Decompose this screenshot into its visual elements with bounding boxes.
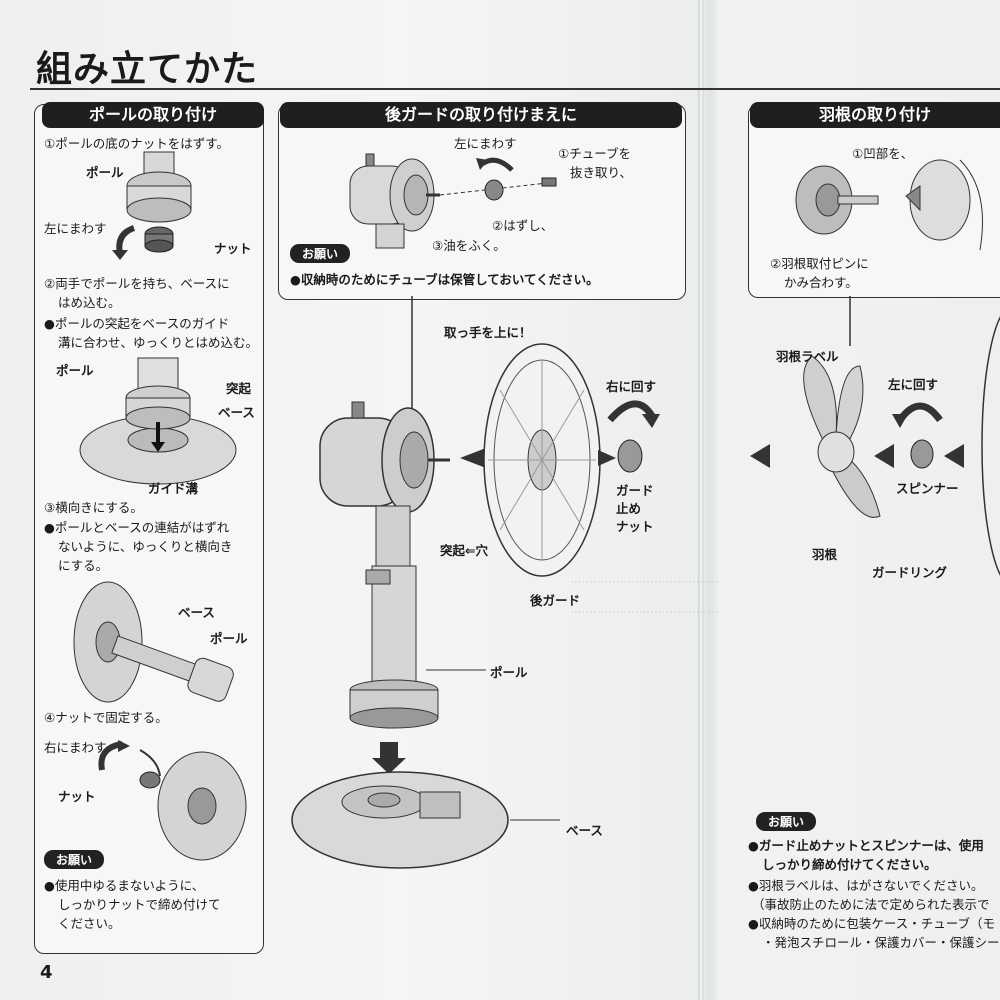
rotate-left-arrow-icon xyxy=(476,157,514,172)
label-turn-left: 左にまわす xyxy=(44,221,107,236)
pole-step4: ④ナットで固定する。 xyxy=(44,710,168,725)
nut-fixing-figure xyxy=(139,749,247,861)
label-pole: ポール xyxy=(210,631,248,646)
blade-bullet-line1: ●羽根ラベルは、はがさないでください。 xyxy=(748,878,984,893)
blade-request-line2: しっかり締め付けてください。 xyxy=(762,857,937,872)
page-spine xyxy=(698,0,704,1000)
request-badge: お願い xyxy=(756,812,817,831)
label-pole: ポール xyxy=(86,165,124,180)
label-blade-label: 羽根ラベル xyxy=(776,349,839,364)
pole-request-line3: ください。 xyxy=(58,916,121,931)
label-guard-nut-1: ガード xyxy=(616,483,654,498)
label-pole: ポール xyxy=(490,665,528,680)
label-nut: ナット xyxy=(214,241,252,256)
label-turn-left: 左に回す xyxy=(888,377,939,392)
rg-step1-line2: 抜き取り、 xyxy=(570,165,633,180)
label-turn-right: 右にまわす xyxy=(44,740,107,755)
blade-pin-figure xyxy=(795,159,983,251)
label-base: ベース xyxy=(218,405,255,420)
pole-bullet3-line1: ●ポールとベースの連結がはずれ xyxy=(44,520,230,535)
blade-bullet-line2: （事故防止のために法で定められた表示で xyxy=(752,897,990,912)
bleed-through-text: ······································· xyxy=(570,575,719,589)
label-base: ベース xyxy=(178,605,215,620)
connector-line xyxy=(411,296,413,416)
request-badge: お願い xyxy=(290,244,351,263)
page-number: 4 xyxy=(40,962,53,983)
title-rule xyxy=(30,88,1000,90)
pole-into-base-figure xyxy=(79,357,237,485)
label-handle-up: 取っ手を上に！ xyxy=(444,325,532,340)
blade-request-line1: ●ガード止めナットとスピンナーは、使用 xyxy=(748,838,984,853)
label-guide-groove: ガイド溝 xyxy=(148,481,199,496)
pole-section-header: ポールの取り付け xyxy=(42,102,264,128)
blade-section-header: 羽根の取り付け xyxy=(750,102,1000,128)
rotate-left-arrow-icon xyxy=(112,225,136,260)
label-protrusion: 突起 xyxy=(226,381,252,396)
motor-unit-figure xyxy=(349,153,557,249)
label-rear-guard: 後ガード xyxy=(530,593,581,608)
blade-bullet-line4: ・発泡スチロール・保護カバー・保護シート xyxy=(762,935,1000,950)
pole-step1: ①ポールの底のナットをはずす。 xyxy=(44,136,229,151)
label-base: ベース xyxy=(566,823,603,838)
pole-bullet3-line3: にする。 xyxy=(58,558,109,573)
blade-step2-line1: ②羽根取付ピンに xyxy=(770,256,869,271)
label-spinner: スピンナー xyxy=(896,481,959,496)
label-protrusion-hole: 突起⇐穴 xyxy=(440,543,488,558)
rg-step1-line1: ①チューブを xyxy=(558,146,631,161)
label-guard-nut-3: ナット xyxy=(616,519,654,534)
blade-step2-line2: かみ合わす。 xyxy=(784,275,858,290)
label-turn-right: 右に回す xyxy=(606,379,657,394)
fan-assembly-figure xyxy=(291,343,660,869)
sideways-base-figure xyxy=(73,581,234,703)
blade-step1: ①凹部を、 xyxy=(852,146,914,161)
pole-step2-line1: ②両手でポールを持ち、ベースに xyxy=(44,276,230,291)
pole-step3: ③横向きにする。 xyxy=(44,500,143,515)
pole-bullet2-line2: 溝に合わせ、ゆっくりとはめ込む。 xyxy=(58,335,259,350)
pole-bullet3-line2: ないように、ゆっくりと横向き xyxy=(58,539,233,554)
label-nut: ナット xyxy=(58,789,96,804)
rg-request-text: ●収納時のためにチューブは保管しておいてください。 xyxy=(290,272,599,287)
page-title: 組み立てかた xyxy=(36,49,259,90)
rg-step2: ②はずし、 xyxy=(492,218,554,233)
rear-guard-section-header: 後ガードの取り付けまえに xyxy=(280,102,682,128)
label-turn-left: 左にまわす xyxy=(454,136,517,151)
label-pole: ポール xyxy=(56,363,94,378)
pole-nut-removal-figure xyxy=(126,151,192,253)
request-badge: お願い xyxy=(44,850,105,869)
label-guard-nut-2: 止め xyxy=(616,501,642,516)
blade-assembly-figure xyxy=(750,296,1000,576)
blade-bullet-line3: ●収納時のために包装ケース・チューブ（モ xyxy=(748,916,996,931)
label-blade: 羽根 xyxy=(812,547,838,562)
rear-guard-section-box xyxy=(278,104,686,300)
pole-request-line1: ●使用中ゆるまないように、 xyxy=(44,878,205,893)
pole-step2-line2: はめ込む。 xyxy=(58,295,121,310)
bleed-through-text: ······································· xyxy=(570,605,719,619)
pole-bullet2-line1: ●ポールの突起をベースのガイド xyxy=(44,316,230,331)
pole-request-line2: しっかりナットで締め付けて xyxy=(58,897,221,912)
rg-step3: ③油をふく。 xyxy=(432,238,506,253)
label-guard-ring: ガードリング xyxy=(872,565,948,580)
rotate-right-arrow-icon xyxy=(98,740,130,771)
